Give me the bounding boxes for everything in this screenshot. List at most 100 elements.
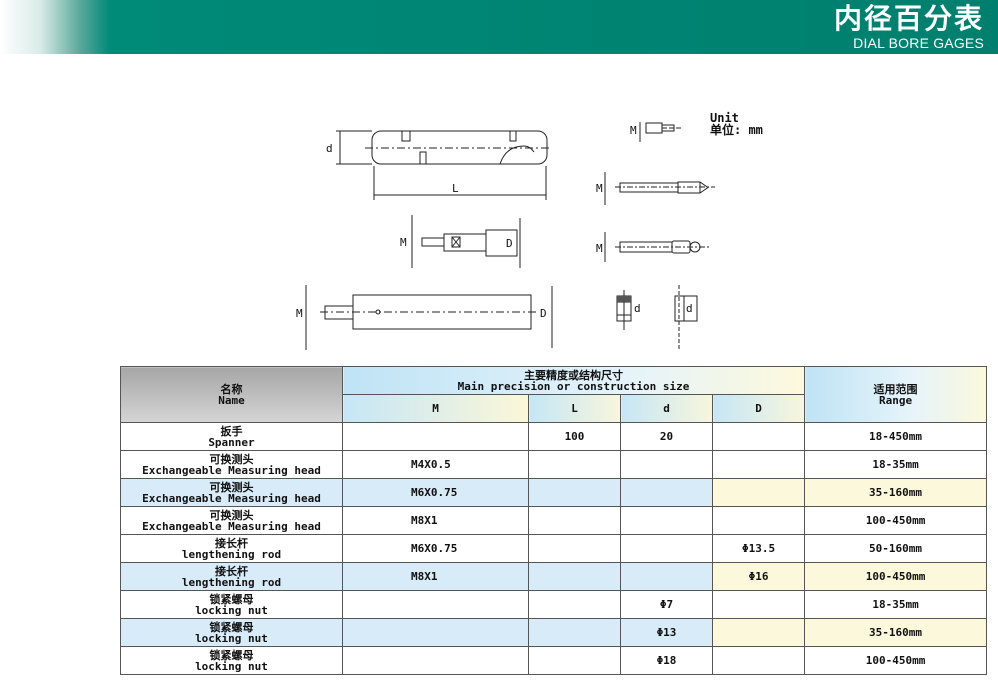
cell-L bbox=[528, 590, 621, 619]
header-main-en: Main precision or construction size bbox=[457, 379, 690, 393]
cell-M: M8X1 bbox=[342, 506, 529, 535]
cell-D bbox=[711, 618, 806, 647]
measuring-head-medium-figure bbox=[604, 172, 715, 205]
cell-d bbox=[620, 506, 713, 535]
header-name-en: Name bbox=[218, 393, 245, 407]
cell-D bbox=[711, 646, 806, 675]
cell-L: 100 bbox=[528, 422, 621, 451]
knurl-top bbox=[617, 296, 631, 302]
dim-label-d-nut-large: d bbox=[686, 302, 693, 315]
unit-note: Unit 单位: mm bbox=[710, 112, 763, 136]
header-banner: 内径百分表 DIAL BORE GAGES bbox=[0, 0, 998, 54]
cell-D: Φ13.5 bbox=[711, 534, 806, 563]
cell-d bbox=[620, 534, 713, 563]
cell-L bbox=[528, 562, 621, 591]
table-header-row-2: M L d D bbox=[121, 394, 987, 423]
cell-range: 100-450mm bbox=[804, 506, 988, 535]
row-name-cn: 扳手 bbox=[220, 424, 243, 438]
cell-d bbox=[620, 562, 713, 591]
dim-label-L: L bbox=[452, 182, 459, 195]
locking-nut-figures bbox=[616, 285, 698, 350]
cell-d bbox=[620, 450, 713, 479]
measuring-head-large-figure bbox=[604, 232, 710, 262]
cell-D bbox=[711, 422, 806, 451]
header-name: 名称 Name bbox=[120, 366, 343, 423]
row-name-en: locking nut bbox=[195, 603, 268, 617]
header-range-en: Range bbox=[878, 393, 913, 407]
row-name-en: Exchangeable Measuring head bbox=[142, 491, 321, 505]
cell-range: 35-160mm bbox=[804, 618, 988, 647]
row-name-en: lengthening rod bbox=[181, 575, 282, 589]
dim-label-D-rod-small: D bbox=[506, 237, 513, 250]
cell-d: Φ13 bbox=[620, 618, 713, 647]
page-title: 内径百分表 bbox=[833, 2, 984, 35]
unit-label-cn: 单位: mm bbox=[710, 123, 763, 137]
table-header-row-1: 名称 Name 主要精度或结构尺寸 Main precision or cons… bbox=[120, 366, 988, 423]
row-name-en: locking nut bbox=[195, 631, 268, 645]
spanner-figure bbox=[336, 130, 552, 200]
row-name-cn: 可换测头 bbox=[209, 508, 254, 522]
lengthening-rod-large-figure bbox=[305, 285, 553, 350]
row-name-cn: 可换测头 bbox=[209, 452, 254, 466]
cell-d: Φ18 bbox=[620, 646, 713, 675]
cell-range: 35-160mm bbox=[804, 478, 988, 507]
cell-L bbox=[528, 646, 621, 675]
cell-M: M6X0.75 bbox=[342, 534, 529, 563]
row-name-cn: 锁紧螺母 bbox=[209, 592, 254, 606]
cell-D bbox=[711, 590, 806, 619]
cell-d bbox=[620, 478, 713, 507]
cell-L bbox=[528, 450, 621, 479]
cell-D bbox=[711, 450, 806, 479]
cell-M: M8X1 bbox=[342, 562, 529, 591]
cell-range: 50-160mm bbox=[804, 534, 988, 563]
cell-M bbox=[342, 590, 529, 619]
cell-d: Φ7 bbox=[620, 590, 713, 619]
cell-range: 18-35mm bbox=[804, 450, 988, 479]
cell-M: M6X0.75 bbox=[342, 478, 529, 507]
header-sub-D: D bbox=[711, 394, 806, 423]
cell-range: 100-450mm bbox=[804, 646, 988, 675]
row-name-cn: 接长杆 bbox=[215, 564, 248, 578]
cell-range: 18-450mm bbox=[804, 422, 988, 451]
cell-L bbox=[528, 506, 621, 535]
dim-label-D-rod-large: D bbox=[540, 307, 547, 320]
header-main-cn: 主要精度或结构尺寸 bbox=[524, 368, 624, 382]
dim-label-M-head-medium: M bbox=[596, 182, 603, 195]
header-sub-M: M bbox=[342, 394, 529, 423]
header-name-cn: 名称 bbox=[220, 382, 243, 396]
row-name-cn: 可换测头 bbox=[209, 480, 254, 494]
dim-label-d-nut-small: d bbox=[634, 302, 641, 315]
row-name-en: Exchangeable Measuring head bbox=[142, 519, 321, 533]
row-name-cn: 锁紧螺母 bbox=[209, 648, 254, 662]
header-range: 适用范围 Range bbox=[804, 366, 988, 423]
row-name-en: Exchangeable Measuring head bbox=[142, 463, 321, 477]
dim-label-M-head-large: M bbox=[596, 242, 603, 255]
cell-L bbox=[528, 534, 621, 563]
row-name-cn: 锁紧螺母 bbox=[209, 620, 254, 634]
cell-range: 100-450mm bbox=[804, 562, 988, 591]
measuring-head-small-figure bbox=[639, 122, 682, 142]
row-name-en: lengthening rod bbox=[181, 547, 282, 561]
unit-label-en: Unit bbox=[710, 111, 739, 125]
cell-M bbox=[342, 646, 529, 675]
dim-label-M-rod-large: M bbox=[296, 307, 303, 320]
cell-L bbox=[528, 618, 621, 647]
lengthening-rod-small-figure bbox=[411, 215, 521, 268]
header-sub-L: L bbox=[528, 394, 621, 423]
cell-M: M4X0.5 bbox=[342, 450, 529, 479]
dim-label-M-head-small: M bbox=[630, 124, 637, 137]
cell-L bbox=[528, 478, 621, 507]
cell-M bbox=[342, 422, 529, 451]
header-sub-d: d bbox=[620, 394, 713, 423]
dim-label-d-spanner: d bbox=[326, 142, 333, 155]
cell-D: Φ16 bbox=[711, 562, 806, 591]
spec-table: 名称 Name 主要精度或结构尺寸 Main precision or cons… bbox=[120, 366, 988, 675]
